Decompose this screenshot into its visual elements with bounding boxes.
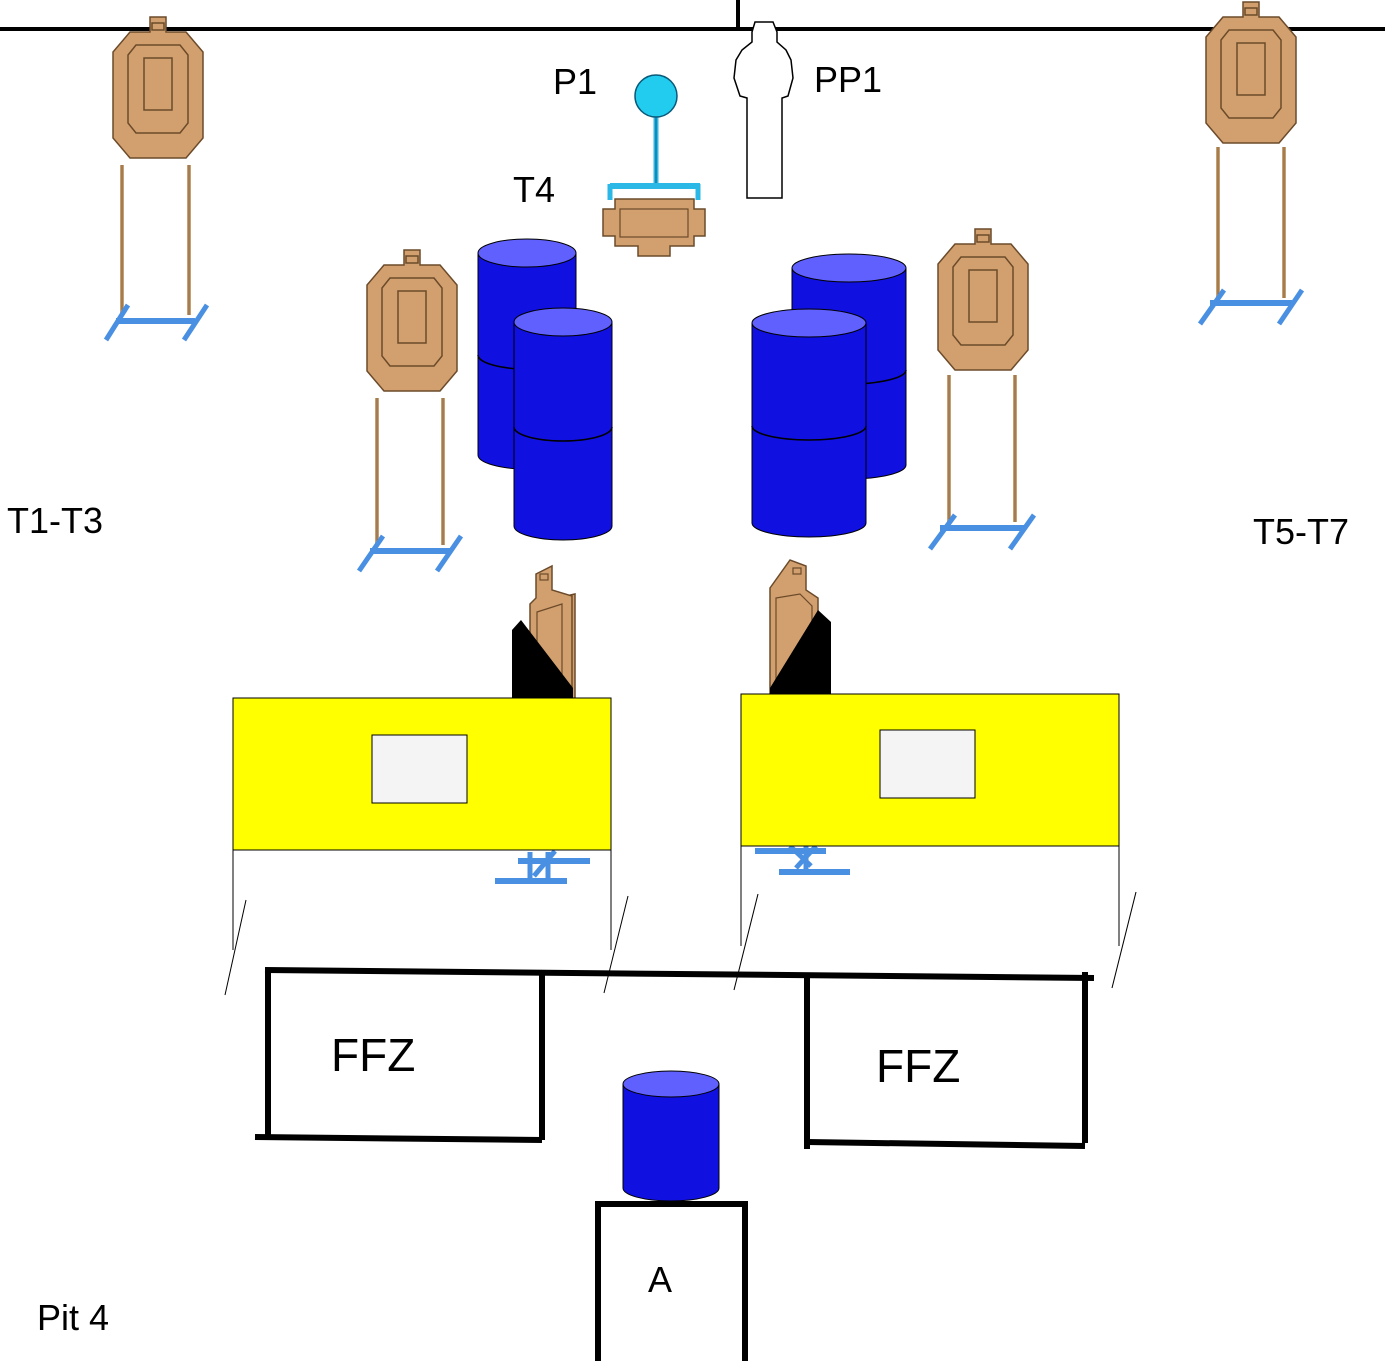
target-stand-left-near [356, 249, 464, 573]
target-stand-right-near [927, 228, 1037, 551]
no-shoot-pp1 [733, 21, 794, 199]
target-stand-left-far [103, 16, 210, 342]
target-t4 [602, 198, 706, 257]
front-fault-line [264, 967, 1095, 981]
no-shoot-silhouette-icon [733, 21, 794, 199]
ipsc-target-icon [366, 249, 458, 392]
wall-right [740, 693, 1120, 847]
wall-left [232, 697, 612, 851]
label-pit: Pit 4 [37, 1297, 110, 1338]
ipsc-target-icon [1205, 1, 1297, 144]
barrel-stack-left [477, 238, 613, 541]
stand-base-left-wall [495, 849, 590, 884]
rear-fault-line [0, 0, 1385, 31]
ffz-box-right [804, 972, 1088, 1149]
label-start-a: A [648, 1259, 673, 1300]
stand-base-right-wall [755, 844, 850, 875]
label-t5-t7: T5-T7 [1253, 511, 1350, 552]
ipsc-target-icon [112, 16, 204, 159]
start-barrel [622, 1070, 720, 1202]
label-t4: T4 [513, 169, 556, 210]
angled-target-right [769, 559, 831, 695]
label-pp1: PP1 [814, 59, 883, 100]
popper-head-icon [634, 74, 678, 118]
wall-support-lines [224, 846, 1137, 996]
ffz-box-left [254, 968, 545, 1143]
popper-p1 [607, 74, 701, 200]
label-p1: P1 [553, 61, 598, 102]
start-box-a [595, 1201, 748, 1366]
label-t1-t3: T1-T3 [7, 500, 104, 541]
barrel-stack-right [751, 253, 907, 538]
ipsc-target-icon [937, 228, 1029, 371]
label-ffz-right: FFZ [876, 1040, 961, 1092]
label-ffz-left: FFZ [331, 1029, 416, 1081]
angled-target-left [512, 564, 576, 701]
target-stand-right-far [1197, 1, 1305, 326]
